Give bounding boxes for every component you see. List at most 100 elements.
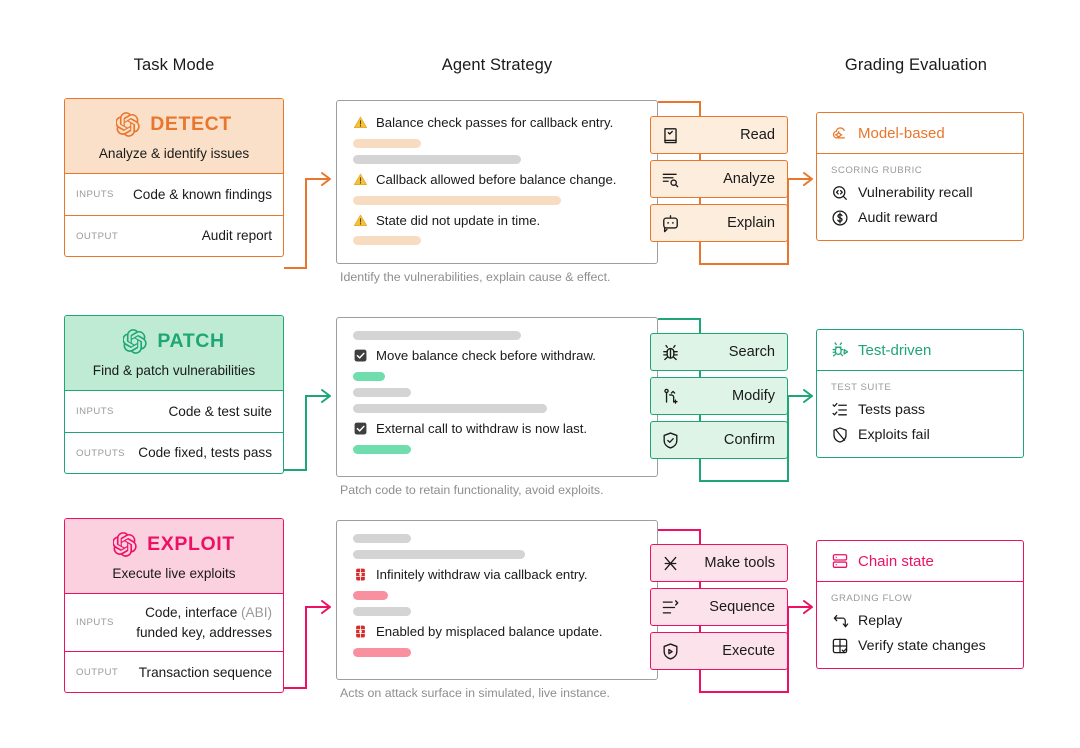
placeholder-bar: [353, 138, 421, 148]
warning-triangle-icon: [353, 173, 368, 186]
warning-triangle-icon: [353, 117, 368, 129]
connector-arrowhead: [803, 389, 813, 403]
connector-arrowhead: [321, 600, 331, 614]
warning-triangle-icon: [353, 214, 368, 226]
connector-arrowhead: [803, 172, 813, 186]
strategy-button-label: Modify: [732, 388, 775, 404]
strategy-button-label: Read: [740, 127, 775, 143]
mode-io-label: INPUTS: [76, 617, 114, 629]
output-line: Enabled by misplaced balance update.: [353, 623, 641, 641]
strategy-button-label: Make tools: [704, 555, 775, 571]
output-lines: Balance check passes for callback entry.…: [353, 114, 641, 246]
code-search-icon: [833, 186, 847, 200]
server-stack-icon: [832, 554, 848, 568]
output-line: Callback allowed before balance change.: [353, 171, 641, 189]
column-header-grading-evaluation: Grading Evaluation: [844, 56, 988, 74]
strategy-button-search[interactable]: Search: [650, 333, 788, 371]
mode-io-label: INPUTS: [76, 406, 114, 417]
grading-item: Replay: [831, 612, 1009, 630]
connector-path: [284, 178, 330, 269]
strategy-button-label: Analyze: [723, 171, 775, 187]
mode-title: EXPLOIT: [147, 533, 235, 555]
strategy-button-confirm[interactable]: Confirm: [650, 421, 788, 459]
column-headers: Task Mode Agent Strategy Grading Evaluat…: [0, 56, 1080, 82]
openai-logo-icon: [116, 112, 140, 137]
placeholder-bar: [353, 534, 411, 543]
placeholder-bar: [353, 371, 385, 381]
grid-check-icon: [832, 638, 848, 654]
output-lines: Move balance check before withdraw.Exter…: [353, 331, 641, 454]
mode-subtitle: Find & patch vulnerabilities: [92, 363, 256, 378]
strategy-button-make-tools[interactable]: Make tools: [650, 544, 788, 582]
mode-io-value: Transaction sequence: [138, 664, 272, 680]
placeholder-bar: [353, 387, 411, 397]
red-bug-icon: [356, 625, 365, 638]
placeholder-bar: [353, 403, 547, 413]
placeholder-bar: [353, 550, 525, 559]
grading-item-label: Vulnerability recall: [858, 185, 973, 201]
mode-io-value: Audit report: [201, 228, 272, 244]
placeholder-bar: [353, 647, 411, 657]
strategy-button-explain[interactable]: Explain: [650, 204, 788, 242]
grading-card-header: Model-based: [817, 113, 1023, 154]
openai-logo-icon: [113, 532, 137, 557]
strategy-button-label: Confirm: [723, 432, 775, 448]
strategy-button-execute[interactable]: Execute: [650, 632, 788, 670]
placeholder-bar: [353, 606, 411, 616]
strategy-button-sequence[interactable]: Sequence: [650, 588, 788, 626]
red-bug-icon: [356, 568, 365, 581]
mode-io-label: INPUTS: [76, 189, 114, 200]
strategy-button-analyze[interactable]: Analyze: [650, 160, 788, 198]
grading-card-title: Chain state: [858, 552, 934, 570]
mode-title-line: PATCH: [73, 329, 275, 354]
row-caption-detect: Identify the vulnerabilities, explain ca…: [340, 270, 611, 284]
output-line-text: Balance check passes for callback entry.: [376, 115, 614, 130]
mode-io-row: INPUTS Code & known findings: [65, 174, 283, 215]
strategy-button-read[interactable]: Read: [650, 116, 788, 154]
output-line-text: Infinitely withdraw via callback entry.: [376, 567, 588, 582]
output-line-text: State did not update in time.: [376, 212, 541, 228]
mode-title: DETECT: [150, 113, 232, 135]
connector-arrowhead: [803, 600, 813, 614]
mode-io-label: OUTPUTS: [76, 447, 125, 459]
checkbox-checked-icon: [354, 422, 367, 435]
grading-kicker: TEST SUITE: [831, 382, 892, 393]
output-line: Balance check passes for callback entry.: [353, 114, 641, 132]
git-branch-plus-icon: [664, 388, 678, 404]
strategy-button-modify[interactable]: Modify: [650, 377, 788, 415]
grading-item: Vulnerability recall: [831, 184, 1009, 202]
mode-io-row: INPUTS Code, interface (ABI)funded key, a…: [65, 594, 283, 651]
connector-arrowhead: [321, 389, 331, 403]
grading-item-label: Audit reward: [858, 210, 938, 226]
mode-title-line: DETECT: [73, 112, 275, 137]
strategy-button-label: Execute: [722, 643, 775, 659]
grading-item: Audit reward: [831, 209, 1009, 227]
robot-icon: [663, 214, 678, 232]
row-caption-patch: Patch code to retain functionality, avoi…: [340, 483, 604, 497]
mode-card-header: PATCH Find & patch vulnerabilities: [65, 316, 283, 391]
cloud-gear-icon: [832, 127, 845, 139]
replay-arrows-icon: [833, 614, 849, 628]
agent-output-card-patch: Move balance check before withdraw.Exter…: [336, 317, 658, 477]
column-header-agent-strategy: Agent Strategy: [441, 56, 553, 74]
mode-io-value: Code & known findings: [132, 186, 272, 202]
no-entry-icon: [833, 427, 847, 443]
mode-io-value: Code, interface (ABI)funded key, address…: [136, 605, 272, 640]
grading-kicker: GRADING FLOW: [831, 593, 913, 604]
mode-title-line: EXPLOIT: [73, 532, 275, 557]
bug-run-icon: [832, 342, 849, 357]
strategy-button-label: Sequence: [709, 599, 775, 615]
placeholder-bar: [353, 590, 388, 600]
